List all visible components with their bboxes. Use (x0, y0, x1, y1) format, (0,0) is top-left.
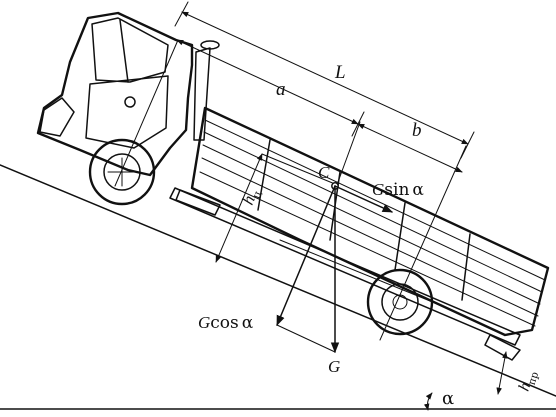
label-slope-angle: α (442, 388, 454, 409)
cargo-bed-outline (190, 106, 550, 337)
label-G-cos-angle: α (242, 313, 254, 333)
extension-line (174, 1, 189, 27)
extension-line (261, 153, 336, 185)
bed-post (394, 202, 406, 271)
bed-slat (204, 119, 546, 281)
cab-grille (39, 97, 75, 137)
slope-surface (0, 164, 556, 397)
cg-normal (337, 121, 361, 183)
chassis-frame (169, 187, 521, 346)
force-triangle-side (276, 324, 336, 353)
bed-slat (202, 144, 541, 305)
label-h-hitch-sub: пр (527, 371, 542, 387)
extension-line (460, 131, 475, 159)
label-G: G (328, 357, 340, 376)
label-a: a (276, 79, 286, 100)
label-G-sin-func: sin (384, 180, 409, 200)
dimension-b (357, 123, 463, 173)
front-axle-normal (114, 39, 179, 187)
bed-slat (203, 131, 543, 293)
dimension-a (176, 39, 359, 125)
cg-height-dimension (215, 153, 263, 263)
label-G-cos-func: cos (210, 313, 238, 333)
cab-door (85, 75, 169, 149)
normal-component-vector (276, 185, 336, 326)
chassis-rail (279, 239, 441, 306)
hitch-height-dimension (496, 351, 508, 395)
label-L: L (334, 62, 346, 83)
rear-wheel (366, 268, 434, 336)
label-C: C (318, 163, 330, 182)
label-h-hitch: hпр (516, 368, 542, 394)
cab-window (91, 17, 169, 83)
truck-cab (36, 11, 194, 177)
front-wheel (88, 138, 156, 206)
fuel-tank (175, 189, 221, 216)
rear-hitch (484, 334, 521, 361)
extension-line (351, 111, 365, 137)
slope-angle-arc (423, 392, 433, 411)
truck (36, 11, 550, 361)
label-h-cg-sub: ц (250, 189, 265, 200)
dimension-L (181, 11, 469, 145)
door-handle (124, 96, 136, 108)
bed-post (461, 233, 471, 301)
label-G-sin-angle: α (412, 180, 424, 200)
label-G-cos-prefix: G (198, 313, 210, 332)
cab-window-divider (119, 19, 129, 83)
label-G-sin-prefix: G (372, 180, 384, 199)
label-b: b (412, 120, 422, 141)
rear-axle-normal (379, 145, 467, 341)
label-h-cg: hц (238, 186, 264, 209)
parallel-component-vector (334, 185, 393, 213)
